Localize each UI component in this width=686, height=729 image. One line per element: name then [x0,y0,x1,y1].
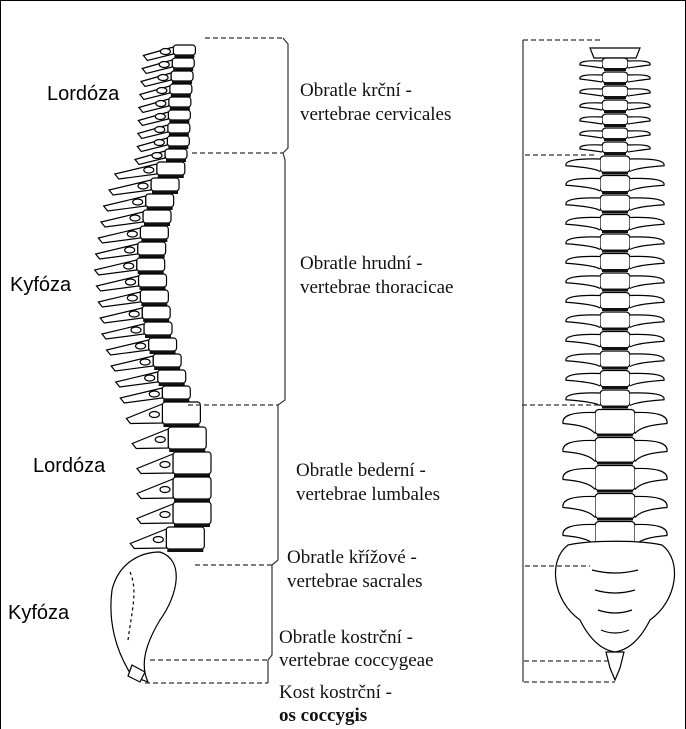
lateral-vertebra [120,386,190,403]
lateral-vertebra [100,306,170,323]
region-label-cervical: Obratle krční - vertebrae cervicales [300,79,451,127]
posterior-vertebra [566,234,664,253]
region-latin: vertebrae thoracicae [300,276,453,300]
posterior-vertebra [580,86,650,99]
posterior-vertebra [580,142,650,155]
posterior-vertebra [566,312,664,331]
lateral-vertebra [98,226,168,243]
posterior-vertebra [566,195,664,214]
curvature-label-sacral-kyphosis: Kyfóza [8,603,69,623]
curvature-label-lumbar-lordosis: Lordóza [33,456,105,476]
posterior-vertebra [580,72,650,85]
lateral-vertebra [130,527,204,552]
posterior-vertebra [566,371,664,390]
lateral-spine-view [95,45,211,682]
lateral-vertebra [102,322,172,339]
region-latin: vertebrae cervicales [300,103,451,127]
region-label-coccygeal: Obratle kostrční - vertebrae coccygeae [279,626,434,672]
curvature-label-cervical-lordosis: Lordóza [47,84,119,104]
posterior-vertebra [563,438,667,465]
lateral-vertebra [97,274,167,291]
region-latin: os coccygis [279,704,392,727]
posterior-sacrum [556,541,675,652]
region-label-sacral: Obratle křížové - vertebrae sacrales [287,546,423,594]
posterior-atlas [590,48,640,58]
region-name: Obratle krční - [300,79,451,103]
posterior-vertebra [563,410,667,437]
posterior-vertebra [566,332,664,351]
posterior-vertebra [566,351,664,370]
lateral-vertebra [95,258,165,275]
posterior-vertebra [566,156,664,175]
posterior-vertebra [580,100,650,113]
region-latin: vertebrae lumbales [296,483,440,507]
lateral-vertebra [107,338,177,355]
lateral-vertebra [96,242,166,259]
posterior-vertebra [580,128,650,141]
posterior-vertebra [580,114,650,127]
lateral-vertebra [126,402,200,427]
lateral-vertebra [137,502,211,527]
region-name: Obratle křížové - [287,546,423,570]
region-latin: vertebrae coccygeae [279,649,434,672]
posterior-coccyx [606,652,624,680]
posterior-vertebra [563,494,667,521]
region-name: Obratle hrudní - [300,252,453,276]
curvature-label-thoracic-kyphosis: Kyfóza [10,275,71,295]
region-label-lumbar: Obratle bederní - vertebrae lumbales [296,459,440,507]
posterior-vertebra [566,273,664,292]
lateral-vertebra [101,210,171,227]
lateral-vertebra [98,290,168,307]
lateral-vertebra [137,477,211,502]
region-name: Kost kostrční - [279,681,392,704]
posterior-vertebra [563,466,667,493]
lateral-vertebra [115,162,185,179]
lateral-vertebra [137,452,211,477]
region-name: Obratle bederní - [296,459,440,483]
region-label-coccyx-bone: Kost kostrční - os coccygis [279,681,392,727]
posterior-vertebra [566,254,664,273]
lateral-vertebra [116,370,186,387]
lateral-vertebra [132,427,206,452]
region-latin: vertebrae sacrales [287,570,423,594]
lateral-vertebra [111,354,181,371]
posterior-vertebra [566,176,664,195]
region-label-thoracic: Obratle hrudní - vertebrae thoracicae [300,252,453,300]
left-bracket [268,38,288,683]
lateral-vertebra [109,178,179,195]
lateral-sacrum [111,552,176,682]
posterior-vertebra [566,215,664,234]
posterior-spine-view [556,48,675,680]
posterior-vertebra [566,390,664,409]
lateral-vertebra [104,194,174,211]
posterior-vertebra [566,293,664,312]
region-name: Obratle kostrční - [279,626,434,649]
posterior-vertebra [580,58,650,71]
